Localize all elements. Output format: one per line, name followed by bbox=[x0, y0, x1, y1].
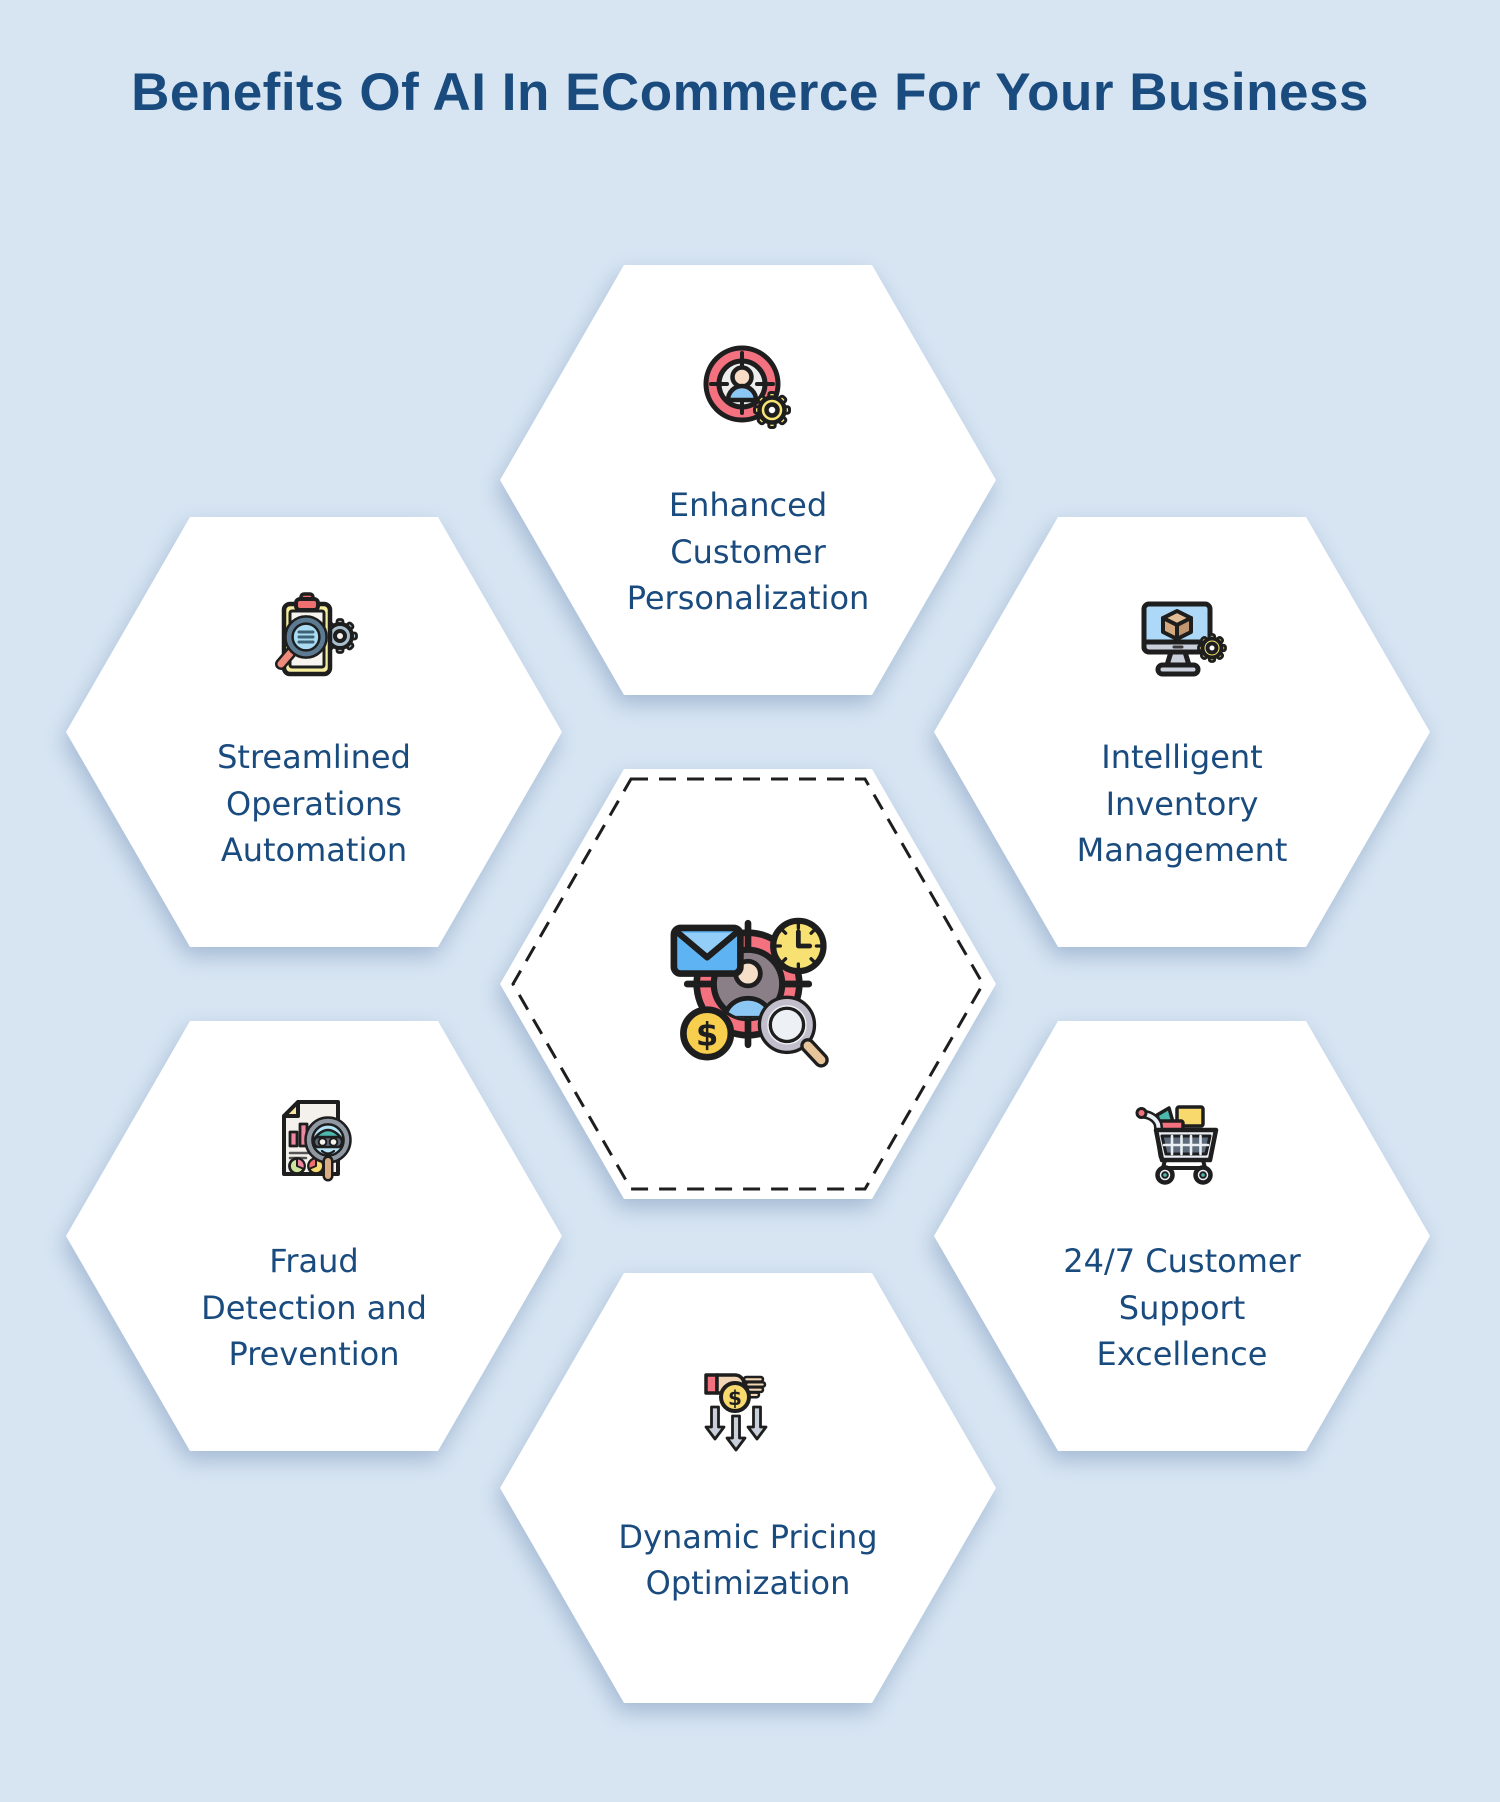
hexagon-intelligent-inventory-management: Intelligent Inventory Management bbox=[934, 517, 1430, 947]
benefit-label: Fraud Detection and Prevention bbox=[201, 1242, 427, 1374]
benefit-label: Intelligent Inventory Management bbox=[1076, 738, 1288, 870]
benefit-label: Dynamic Pricing Optimization bbox=[618, 1517, 878, 1602]
benefit-label: Streamlined Operations Automation bbox=[217, 738, 411, 870]
customer-targeting-marketing-icon: $ bbox=[670, 917, 829, 1068]
hexagon-enhanced-customer-personalization: Enhanced Customer Personalization bbox=[500, 265, 996, 695]
fraud-analysis-magnifier-icon bbox=[282, 1100, 352, 1182]
price-drop-hand-coin-icon: $ bbox=[704, 1372, 768, 1452]
customer-target-gear-icon bbox=[703, 345, 791, 430]
svg-text:$: $ bbox=[696, 1015, 718, 1053]
shopping-cart-icon bbox=[1135, 1105, 1219, 1186]
clipboard-audit-gear-icon bbox=[275, 592, 358, 677]
benefit-label: 24/7 Customer Support Excellence bbox=[1063, 1242, 1301, 1374]
monitor-inventory-gear-icon bbox=[1141, 601, 1227, 677]
hexagon-streamlined-operations-automation: Streamlined Operations Automation bbox=[66, 517, 562, 947]
hexagon-dynamic-pricing-optimization: $ Dynamic Pricing Optimization bbox=[500, 1273, 996, 1703]
svg-text:$: $ bbox=[728, 1386, 742, 1410]
hexagon-customer-support-excellence: 24/7 Customer Support Excellence bbox=[934, 1021, 1430, 1451]
page-title: Benefits Of AI In ECommerce For Your Bus… bbox=[131, 63, 1369, 122]
hexagon-fraud-detection-prevention: Fraud Detection and Prevention bbox=[66, 1021, 562, 1451]
hexagon-center: $ bbox=[500, 769, 996, 1199]
benefit-label: Enhanced Customer Personalization bbox=[626, 486, 870, 618]
